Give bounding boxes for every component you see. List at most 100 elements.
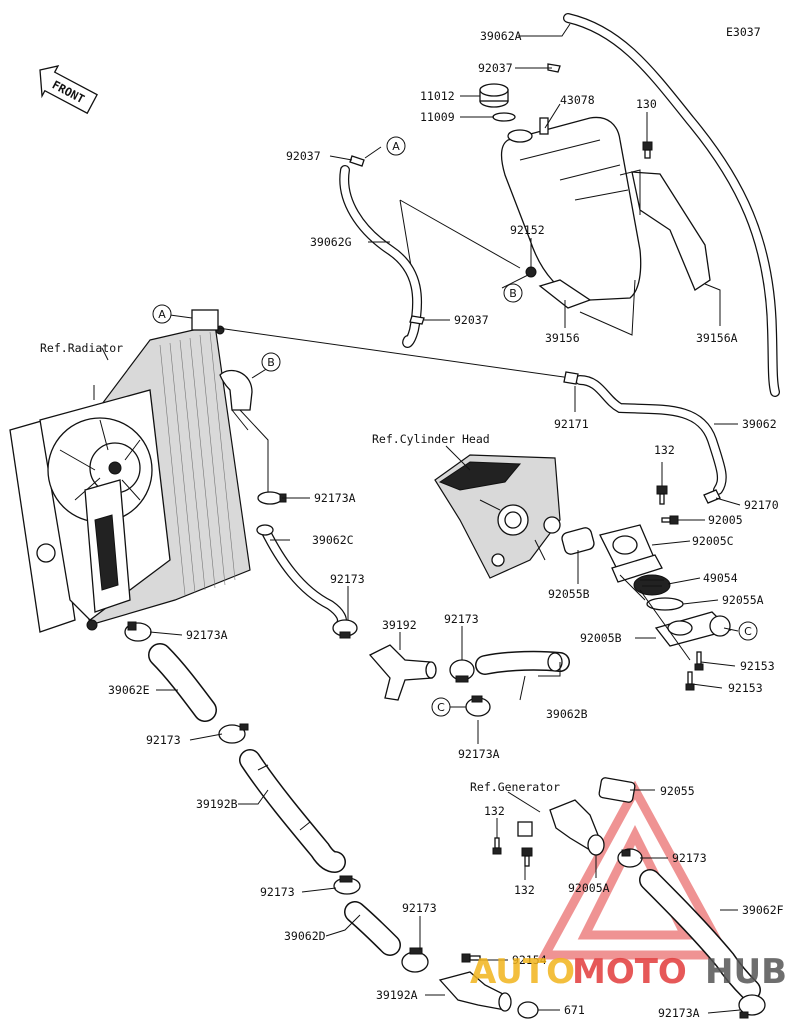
bolt-132-a: [656, 485, 668, 505]
gasket-92055: [598, 777, 636, 803]
svg-text:C: C: [744, 625, 752, 638]
clip-92037-mid: [409, 315, 425, 325]
clamp-92173-a: [332, 619, 358, 639]
svg-text:A: A: [392, 140, 400, 153]
svg-text:B: B: [267, 356, 275, 369]
clamp-92173-e: [617, 848, 643, 868]
part-label-39062: 39062: [742, 417, 777, 431]
oring-11009: [492, 112, 516, 122]
ref-radiator-label: Ref.Radiator: [40, 341, 123, 355]
thermostat-housing-92005C: [599, 524, 663, 583]
part-label-39192B: 39192B: [196, 797, 238, 811]
part-label-39062C: 39062C: [312, 533, 354, 547]
part-label-671: 671: [564, 1003, 585, 1017]
ref-cylinder-head-label: Ref.Cylinder Head: [372, 432, 490, 446]
clamp-92171: [563, 371, 579, 385]
fitting-92005A: [549, 799, 605, 856]
callout-a-radiator: A: [152, 304, 172, 324]
bolt-92153-a: [694, 651, 704, 671]
radiator-drain: [36, 543, 56, 563]
part-label-92055B: 92055B: [548, 587, 590, 601]
part-label-39062G: 39062G: [310, 235, 352, 249]
thermostat-49054: [633, 574, 671, 596]
bolt-92154: [461, 953, 481, 963]
oring-671: [517, 1001, 539, 1019]
clamp-92173A-b: [124, 621, 152, 642]
part-label-92037-left: 92037: [286, 149, 321, 163]
pad-39156: [538, 279, 592, 309]
watermark-auto: AUTO: [470, 952, 575, 992]
clamp-92173-f: [401, 947, 429, 973]
clip-92037-left: [349, 155, 365, 167]
part-label-92153-b: 92153: [728, 681, 763, 695]
part-label-49054: 49054: [703, 571, 738, 585]
part-label-132-a: 132: [654, 443, 675, 457]
watermark-hub: HUB: [705, 952, 787, 992]
callout-b-radiator: B: [261, 352, 281, 372]
clamp-92173-c: [218, 723, 249, 744]
radiator-filler-neck: [191, 309, 219, 331]
watermark-triangle-outer: [537, 780, 733, 960]
part-label-11012: 11012: [420, 89, 455, 103]
part-label-39062B: 39062B: [546, 707, 588, 721]
callout-a-tank: A: [386, 136, 406, 156]
bolt-92005: [661, 515, 679, 525]
clamp-92173-b: [449, 659, 475, 683]
part-label-92173-b: 92173: [444, 612, 479, 626]
clamp-92173A-d: [738, 994, 766, 1019]
part-label-39062D: 39062D: [284, 929, 326, 943]
part-label-92037-mid: 92037: [454, 313, 489, 327]
part-label-39062F: 39062F: [742, 903, 784, 917]
part-label-92152: 92152: [510, 223, 545, 237]
callout-c-cover: C: [738, 621, 758, 641]
leader-lines: [93, 23, 741, 1014]
part-label-92173A-a: 92173A: [314, 491, 356, 505]
part-label-39192: 39192: [382, 618, 417, 632]
collar-generator: [517, 821, 533, 837]
radiator-side-tank: [9, 419, 76, 633]
tank-nipple: [539, 117, 549, 135]
pad-39156A: [631, 171, 711, 291]
part-label-132-b: 132: [484, 804, 505, 818]
part-label-92173-f: 92173: [402, 901, 437, 915]
cylinder-head: [434, 454, 561, 579]
clamp-92173A-c: [465, 695, 491, 717]
part-label-132-c: 132: [514, 883, 535, 897]
part-label-39156: 39156: [545, 331, 580, 345]
part-label-39062A: 39062A: [480, 29, 522, 43]
part-label-39156A: 39156A: [696, 331, 738, 345]
pipe-39192: [368, 644, 433, 701]
bolt-132-c: [521, 847, 533, 867]
part-label-92171: 92171: [554, 417, 589, 431]
hose-39062: [575, 375, 727, 495]
part-label-92173-d: 92173: [260, 885, 295, 899]
gasket-92055B: [561, 527, 595, 555]
thermostat-cover-92005B: [654, 611, 732, 647]
clamp-92173-d: [333, 875, 361, 895]
svg-text:A: A: [158, 308, 166, 321]
part-label-39062E: 39062E: [108, 683, 150, 697]
part-label-92005C: 92005C: [692, 534, 734, 548]
watermark-moto: MOTO: [572, 952, 687, 992]
part-label-92005: 92005: [708, 513, 743, 527]
bolt-132-b: [492, 837, 502, 855]
part-label-92005A: 92005A: [568, 881, 610, 895]
part-label-130: 130: [636, 97, 657, 111]
callout-c-hose: C: [431, 697, 451, 717]
front-arrow-icon: FRONT: [39, 65, 98, 115]
svg-text:B: B: [509, 287, 517, 300]
part-label-92055: 92055: [660, 784, 695, 798]
clamp-92170: [703, 489, 721, 504]
watermark-text: AUTO MOTO HUB: [470, 952, 787, 992]
diagram-code: E3037: [726, 25, 761, 39]
part-label-92173-c: 92173: [146, 733, 181, 747]
part-label-92170: 92170: [744, 498, 779, 512]
part-label-92173A-c: 92173A: [458, 747, 500, 761]
svg-text:C: C: [437, 701, 445, 714]
part-label-43078: 43078: [560, 93, 595, 107]
part-label-92037-top: 92037: [478, 61, 513, 75]
reservoir-cap-11012: [479, 83, 509, 108]
part-label-92153-a: 92153: [740, 659, 775, 673]
callout-b-tank: B: [503, 283, 523, 303]
radiator-inlet: [219, 369, 253, 411]
